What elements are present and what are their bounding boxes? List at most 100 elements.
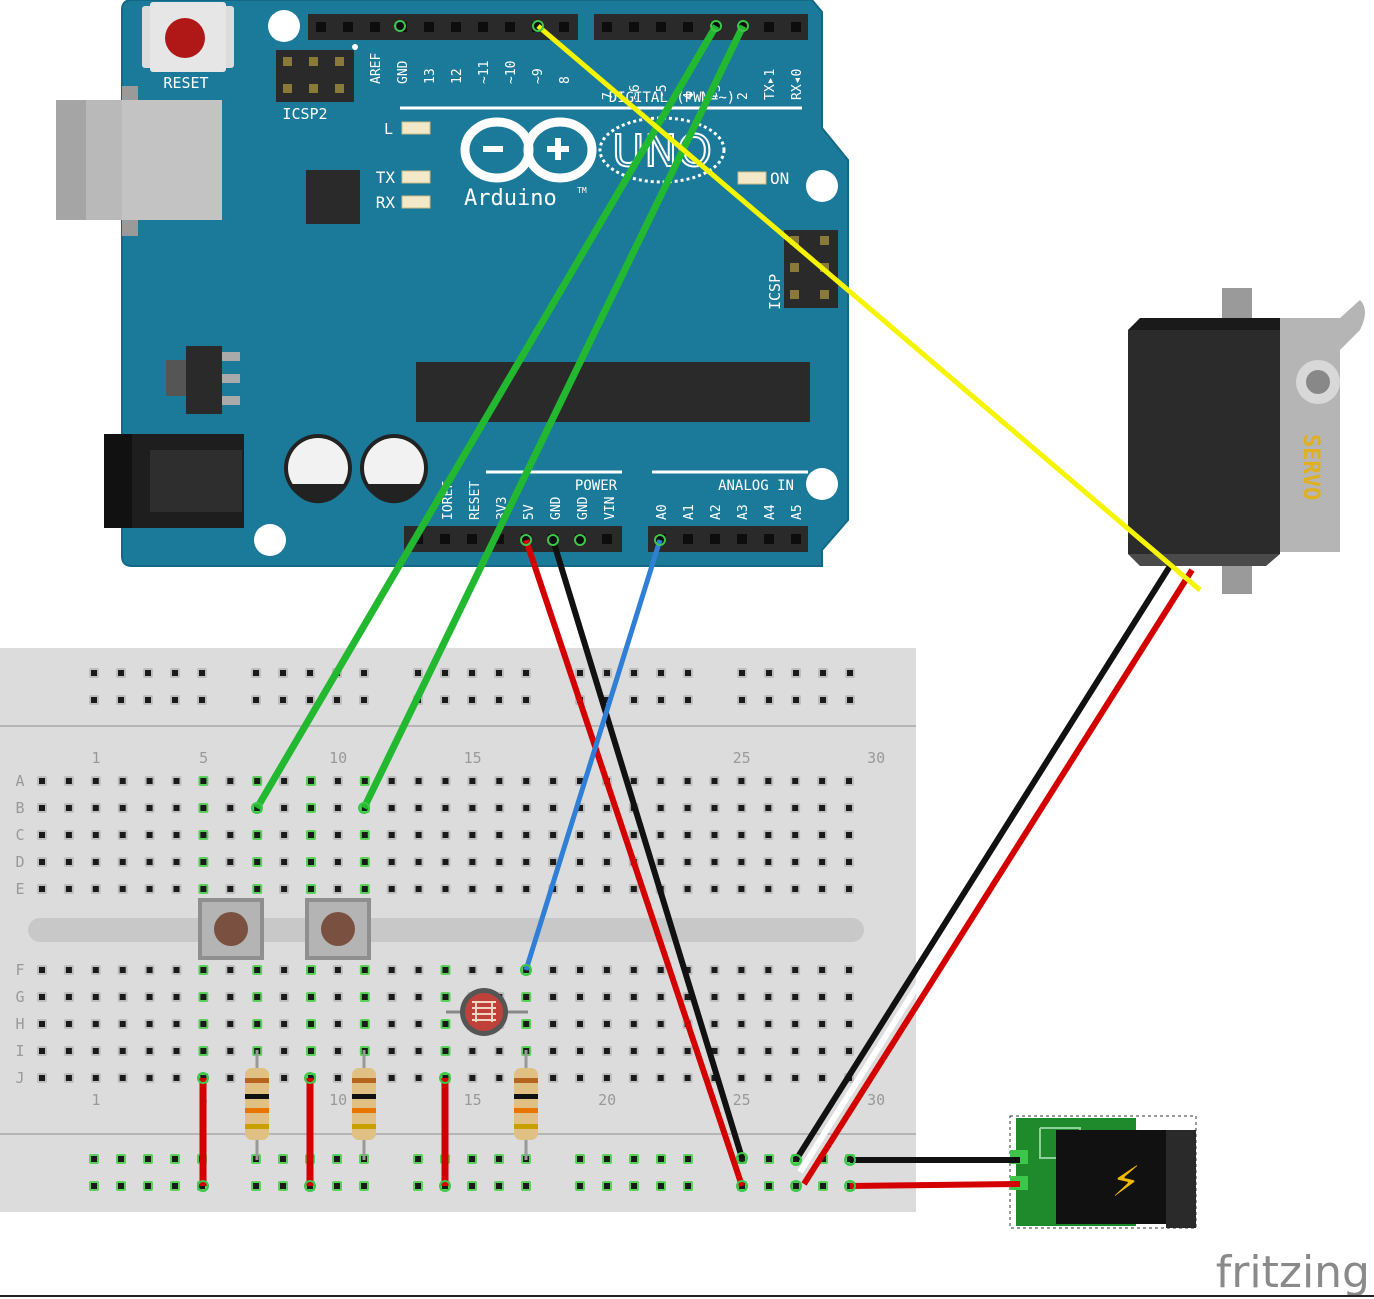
pin-label: A2: [709, 504, 724, 520]
wire-end: [790, 1154, 802, 1166]
breadboard-hole-socket: [92, 778, 99, 784]
column-number-top: 30: [867, 749, 885, 767]
breadboard-hole-socket: [308, 994, 314, 1000]
breadboard-hole-socket: [200, 1021, 207, 1027]
breadboard-hole-socket: [657, 778, 664, 784]
breadboard-hole-socket: [711, 805, 718, 811]
reset-label: RESET: [163, 74, 208, 92]
column-number-bottom: 1: [91, 1091, 100, 1109]
rail-hole-socket: [685, 697, 691, 703]
breadboard-hole-socket: [227, 805, 234, 811]
breadboard-hole-socket: [65, 1048, 72, 1054]
arduino-pcb: [121, 0, 849, 567]
digital-pin: [629, 22, 639, 32]
breadboard-hole-socket: [819, 859, 826, 865]
row-letter: A: [15, 772, 24, 790]
led-l-label: L: [384, 120, 393, 138]
breadboard-hole-socket: [92, 1048, 99, 1054]
breadboard-hole-socket: [173, 886, 180, 892]
rail-hole-socket: [820, 697, 826, 703]
rail-hole-socket: [91, 1156, 97, 1162]
breadboard-hole-socket: [630, 994, 637, 1000]
breadboard-hole-socket: [200, 994, 207, 1000]
breadboard-hole-socket: [146, 1021, 153, 1027]
breadboard-hole-socket: [577, 1048, 583, 1054]
wire-5v-red: [523, 539, 745, 1187]
breadboard-hole-socket: [469, 886, 476, 892]
breadboard-hole-socket: [523, 832, 530, 838]
breadboard-hole-socket: [334, 1048, 341, 1054]
breadboard-hole-socket: [738, 832, 745, 838]
breadboard-hole-socket: [92, 832, 99, 838]
rail-hole-socket: [685, 670, 691, 676]
breadboard-hole-socket: [711, 859, 718, 865]
breadboard-hole-socket: [684, 859, 691, 865]
wire-end: [710, 20, 722, 32]
breadboard-hole-socket: [819, 1075, 826, 1081]
digital-pin: [602, 22, 612, 32]
breadboard-hole-socket: [711, 994, 718, 1000]
breadboard-hole-socket: [39, 805, 45, 811]
power-pin: [575, 534, 585, 544]
wire-end: [520, 964, 532, 976]
pushbutton: [198, 898, 264, 960]
rail-hole-socket: [199, 670, 205, 676]
row-letter: G: [15, 988, 24, 1006]
breadboard-hole-socket: [577, 859, 583, 865]
wire-end: [251, 802, 263, 814]
pin-label: 4: [682, 92, 697, 100]
pin-label: A3: [736, 504, 751, 520]
breadboard-hole-socket: [657, 832, 664, 838]
breadboard-hole-socket: [819, 1048, 826, 1054]
breadboard-hole-socket: [65, 778, 72, 784]
column-number-bottom: 10: [329, 1091, 347, 1109]
rail-hole-socket: [91, 697, 97, 703]
rail-hole-socket: [577, 670, 583, 676]
breadboard-hole-socket: [227, 967, 234, 973]
breadboard-hole-socket: [173, 832, 180, 838]
fritzing-watermark: fritzing: [1216, 1247, 1370, 1298]
breadboard-hole-socket: [119, 994, 126, 1000]
led-tx: [401, 170, 431, 184]
digital-pin: [505, 22, 515, 32]
breadboard-hole-socket: [523, 1021, 530, 1027]
pin-label: VIN: [603, 497, 618, 520]
rail-hole-socket: [631, 1156, 637, 1162]
rail-hole-socket: [523, 697, 529, 703]
breadboard-hole-socket: [200, 886, 207, 892]
breadboard-hole-socket: [577, 832, 583, 838]
wire-end: [532, 20, 544, 32]
usb-chip: [306, 170, 360, 224]
breadboard-hole-socket: [846, 886, 852, 892]
rail-hole-socket: [442, 697, 448, 703]
breadboard-hole-socket: [496, 778, 503, 784]
wire-pin2-green: [360, 24, 747, 810]
breadboard-hole-socket: [792, 1021, 799, 1027]
wire-end: [197, 1072, 209, 1084]
rail-hole-socket: [685, 1183, 691, 1189]
breadboard-hole-socket: [65, 994, 72, 1000]
breadboard-hole-socket: [442, 1021, 449, 1027]
rail-hole-socket: [253, 1183, 259, 1189]
breadboard-hole-socket: [146, 1075, 153, 1081]
breadboard-hole-socket: [577, 994, 583, 1000]
digital-pin: [424, 22, 434, 32]
rail-hole-socket: [523, 670, 529, 676]
breadboard-hole-socket: [442, 994, 449, 1000]
rail-hole-socket: [847, 697, 853, 703]
breadboard-hole-socket: [657, 859, 664, 865]
breadboard-hole-socket: [819, 805, 826, 811]
rail-hole-socket: [172, 697, 178, 703]
breadboard-hole-socket: [308, 805, 314, 811]
breadboard-hole-socket: [39, 1048, 45, 1054]
rail-hole-socket: [847, 670, 853, 676]
breadboard-hole-socket: [819, 994, 826, 1000]
breadboard-hole-socket: [361, 1021, 368, 1027]
wire-end: [304, 1072, 316, 1084]
digital-pin: [532, 22, 542, 32]
power-pin: [467, 534, 477, 544]
breadboard-hole-socket: [146, 832, 153, 838]
